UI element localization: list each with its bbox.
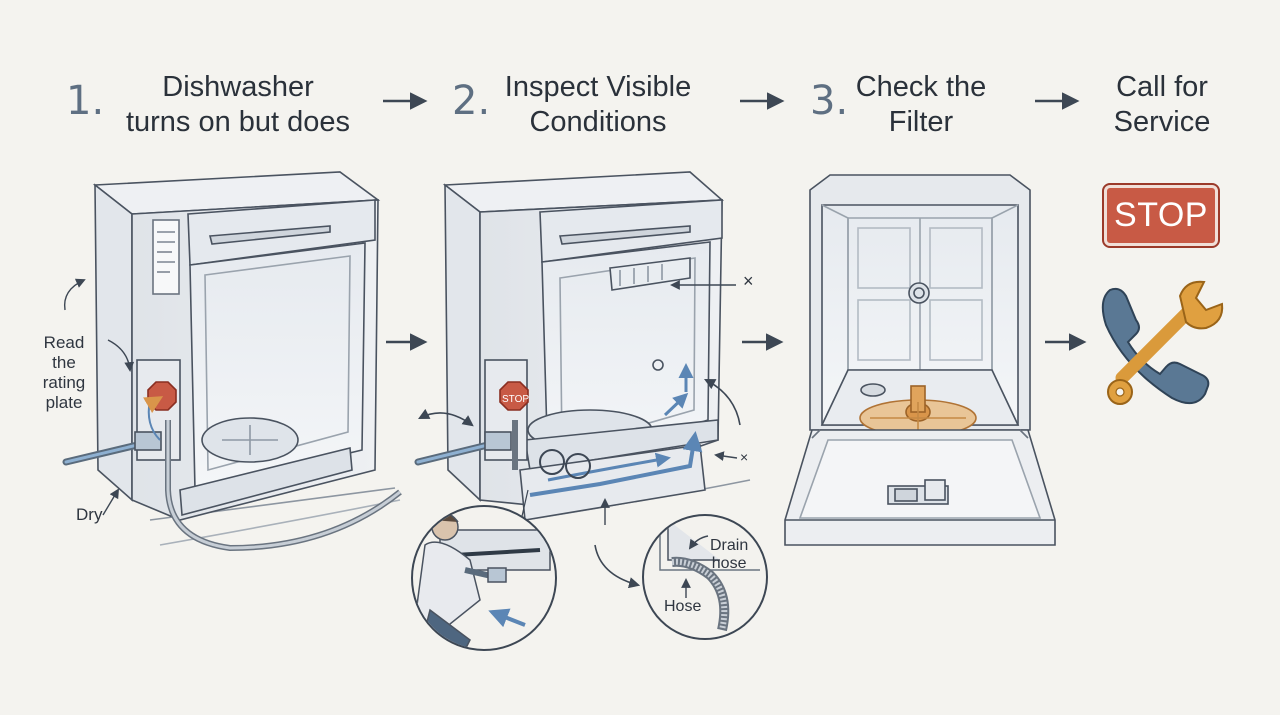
- step-4-title-line2: Service: [1113, 106, 1211, 138]
- wrench-icon: [1107, 280, 1224, 405]
- step-2-title-line1: Inspect Visible: [504, 71, 692, 103]
- drain-hose-note: Drain hose: [710, 537, 748, 573]
- dishwasher-3-illustration: [784, 174, 1056, 546]
- step-3-number: 3.: [810, 78, 849, 124]
- step-1-number: 1.: [66, 78, 105, 124]
- step-1-title: Dishwasher turns on but does: [108, 70, 368, 140]
- rating-plate-note-line3: rating: [42, 373, 86, 392]
- rating-plate-note-line1: Read: [43, 333, 85, 352]
- rating-plate-note-line2: the: [52, 353, 76, 372]
- hose-note: Hose: [664, 598, 702, 615]
- drain-hose-note-line2: hose: [711, 555, 747, 572]
- dishwasher-2-illustration: [414, 171, 751, 589]
- step-3-title-line2: Filter: [888, 106, 954, 138]
- rating-plate-note: Read the rating plate: [38, 333, 90, 413]
- step-3-title-line1: Check the: [855, 71, 987, 103]
- warning-label-left: STOP: [502, 394, 530, 405]
- step-2-title: Inspect Visible Conditions: [488, 70, 708, 140]
- step-4-title: Call for Service: [1092, 70, 1232, 140]
- drain-hose-note-line1: Drain: [710, 537, 749, 554]
- step-4-title-line1: Call for: [1116, 71, 1208, 103]
- dishwasher-1-illustration: [62, 171, 402, 552]
- phone-icon: [1101, 287, 1210, 405]
- dry-note: Dry: [76, 505, 103, 524]
- technician-inset: [411, 505, 557, 651]
- step-2-title-line2: Conditions: [529, 106, 667, 138]
- mark-x-lower: ×: [740, 449, 749, 465]
- step-2-number: 2.: [452, 78, 491, 124]
- step-1-title-line2: turns on but does: [125, 106, 351, 138]
- step-1-title-line1: Dishwasher: [162, 71, 314, 103]
- drain-hose-inset: [642, 514, 768, 640]
- step-3-title: Check the Filter: [846, 70, 996, 140]
- mark-x-upper: ×: [743, 271, 754, 291]
- stop-sign-icon: STOP: [1102, 183, 1220, 248]
- rating-plate-note-line4: plate: [45, 393, 83, 412]
